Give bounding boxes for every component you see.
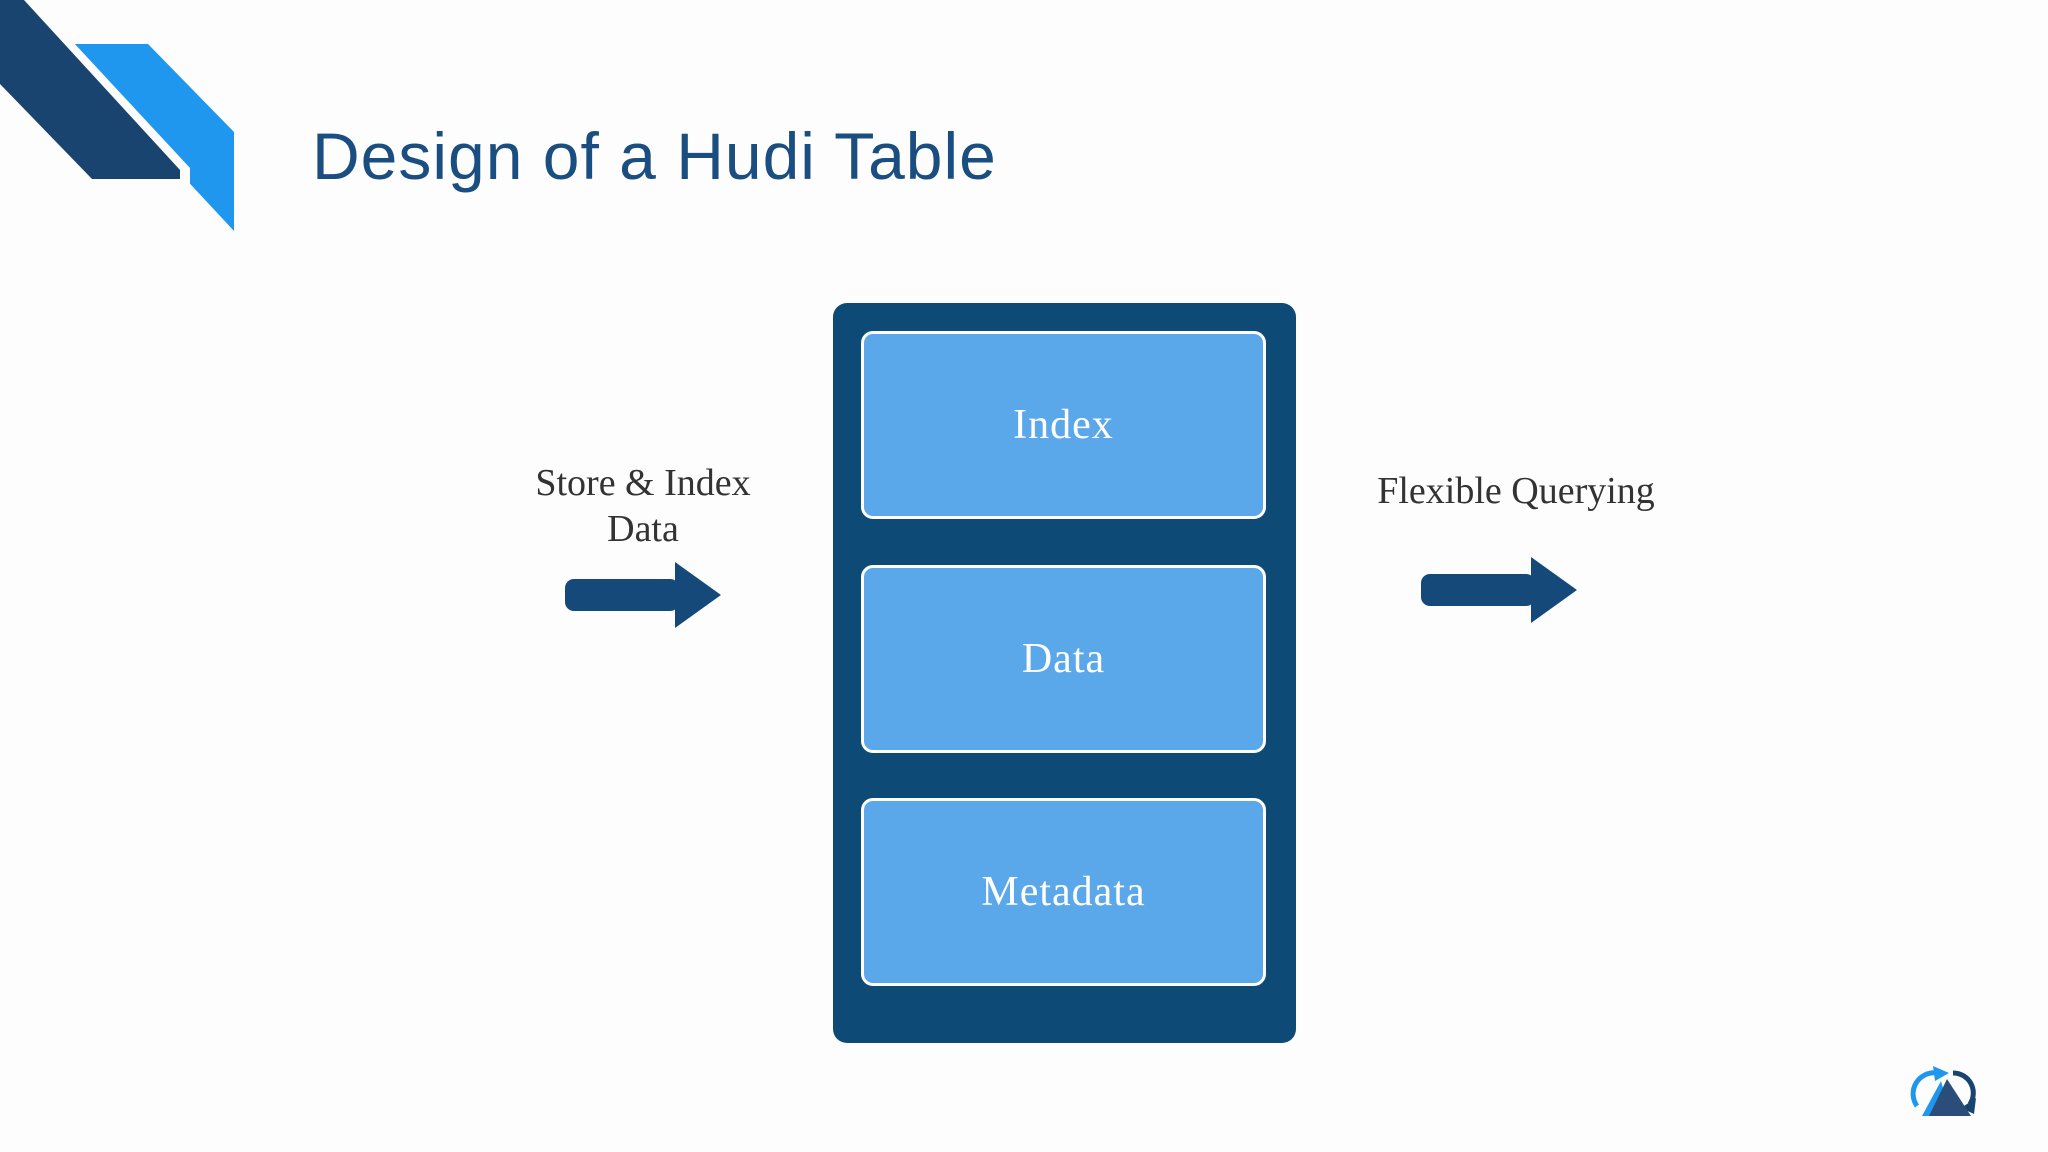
cycle-triangle-logo-icon: [1910, 1066, 1976, 1116]
corner-ribbon-icon: [0, 0, 234, 231]
left-flow-label-line2: Data: [607, 508, 679, 550]
page-title: Design of a Hudi Table: [312, 119, 997, 193]
hudi-table-container: Index Data Metadata: [833, 303, 1296, 1043]
table-box-metadata-label: Metadata: [981, 869, 1146, 915]
flow-arrow-right-icon: [565, 562, 721, 628]
left-flow-label: Store & Index Data: [483, 460, 803, 552]
table-box-index-label: Index: [1013, 402, 1114, 448]
table-box-index: Index: [861, 331, 1266, 519]
table-box-data: Data: [861, 565, 1266, 753]
right-flow-label: Flexible Querying: [1377, 470, 1655, 512]
table-box-metadata: Metadata: [861, 798, 1266, 986]
left-flow-label-line1: Store & Index: [535, 462, 751, 504]
flow-arrow-right-icon: [1421, 557, 1577, 623]
table-box-data-label: Data: [1021, 636, 1106, 682]
